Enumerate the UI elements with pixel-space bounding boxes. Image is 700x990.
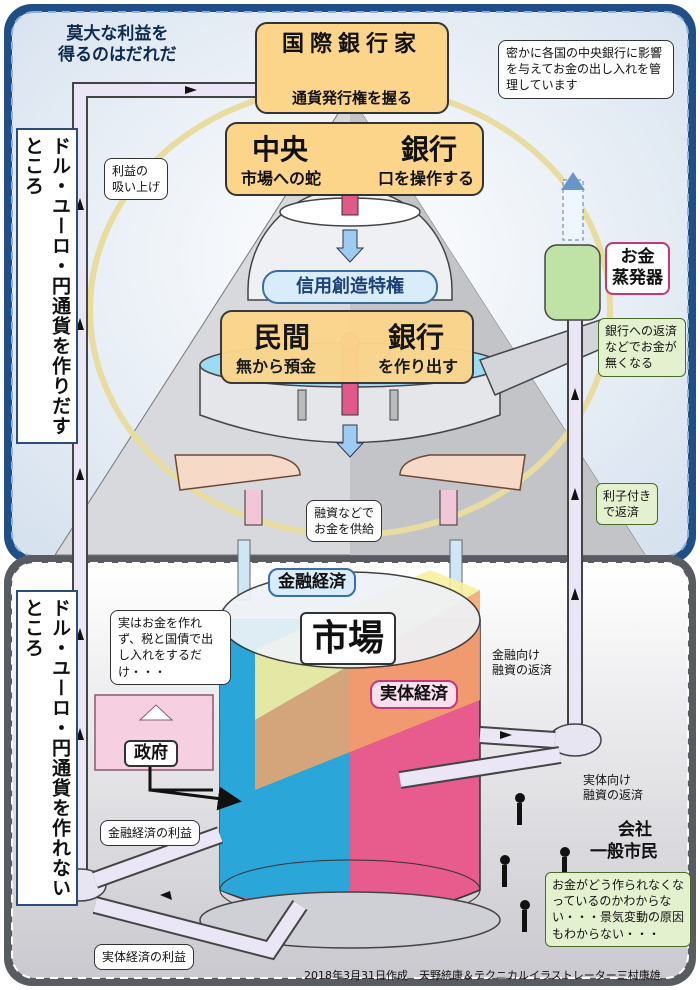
lower-region-label: ドル・ユーロ・円通貨を作れないところ	[16, 590, 78, 906]
private-bank-left: 民間	[254, 321, 311, 354]
supply-note: 融資などで お金を供給	[306, 500, 383, 543]
central-bank-left: 中央	[252, 133, 309, 166]
banker-subtitle: 通貨発行権を握る	[291, 89, 412, 107]
central-bank-right: 銀行	[400, 133, 457, 166]
citizens-figures	[500, 793, 570, 932]
real-loan-return-label: 実体向け 融資の返済	[583, 773, 644, 802]
market-label: 市場	[300, 612, 397, 665]
upper-region-label: ドル・ユーロ・円通貨を作りだすところ	[16, 128, 78, 444]
right-hand	[399, 454, 526, 491]
evaporator-note: 銀行への返済などでお金が無くなる	[598, 318, 686, 377]
evaporator-cylinder	[544, 244, 601, 321]
central-bank-box: 中央 銀行 市場への蛇 口を操作する	[225, 122, 484, 196]
fin-loan-return-label: 金融向け 融資の返済	[492, 648, 553, 677]
banker-box: 国際銀行家 通貨発行権を握る	[255, 22, 449, 114]
left-hand	[174, 454, 301, 491]
top-question: 莫大な利益を 得るのはだれだ	[58, 24, 177, 66]
fin-profit-label: 金融経済の利益	[100, 820, 201, 847]
citizens-note: お金がどう作られなくなっているのかわからない・・・景気変動の原因もわからない・・…	[545, 872, 691, 947]
banker-note: 密かに各国の中央銀行に影響を与えてお金の出し入れを管理しています	[498, 40, 674, 99]
evaporator-label: お金 蒸発器	[605, 242, 670, 295]
real-profit-label: 実体経済の利益	[94, 944, 195, 971]
banker-title: 国際銀行家	[281, 32, 422, 57]
flow-arrows	[76, 86, 579, 900]
government-label: 政府	[124, 740, 178, 768]
real-economy-label: 実体経済	[370, 680, 458, 710]
private-bank-box: 民間 銀行 無から預金 を作り出す	[220, 310, 474, 384]
interest-return-note: 利子付き で返済	[596, 483, 659, 526]
private-bank-sub-left: 無から預金	[236, 357, 317, 376]
central-bank-sub-right: 口を操作する	[377, 169, 474, 188]
credit-line: 2018年3月31日作成 天野統康＆テクニカルイラストレーター三村康雄	[304, 969, 661, 982]
central-bank-sub-left: 市場への蛇	[241, 169, 322, 188]
government-note: 実はお金を作れず、税と国債で出し入れをするだけ・・・	[110, 610, 231, 685]
private-bank-sub-right: を作り出す	[377, 357, 458, 376]
profit-suction-note: 利益の 吸い上げ	[104, 158, 169, 201]
citizens-label: 一般市民	[590, 842, 658, 862]
company-label: 会社	[618, 820, 652, 840]
credit-creation-label: 信用創造特権	[262, 270, 438, 304]
private-bank-right: 銀行	[387, 321, 444, 354]
financial-economy-label: 金融経済	[268, 568, 356, 598]
